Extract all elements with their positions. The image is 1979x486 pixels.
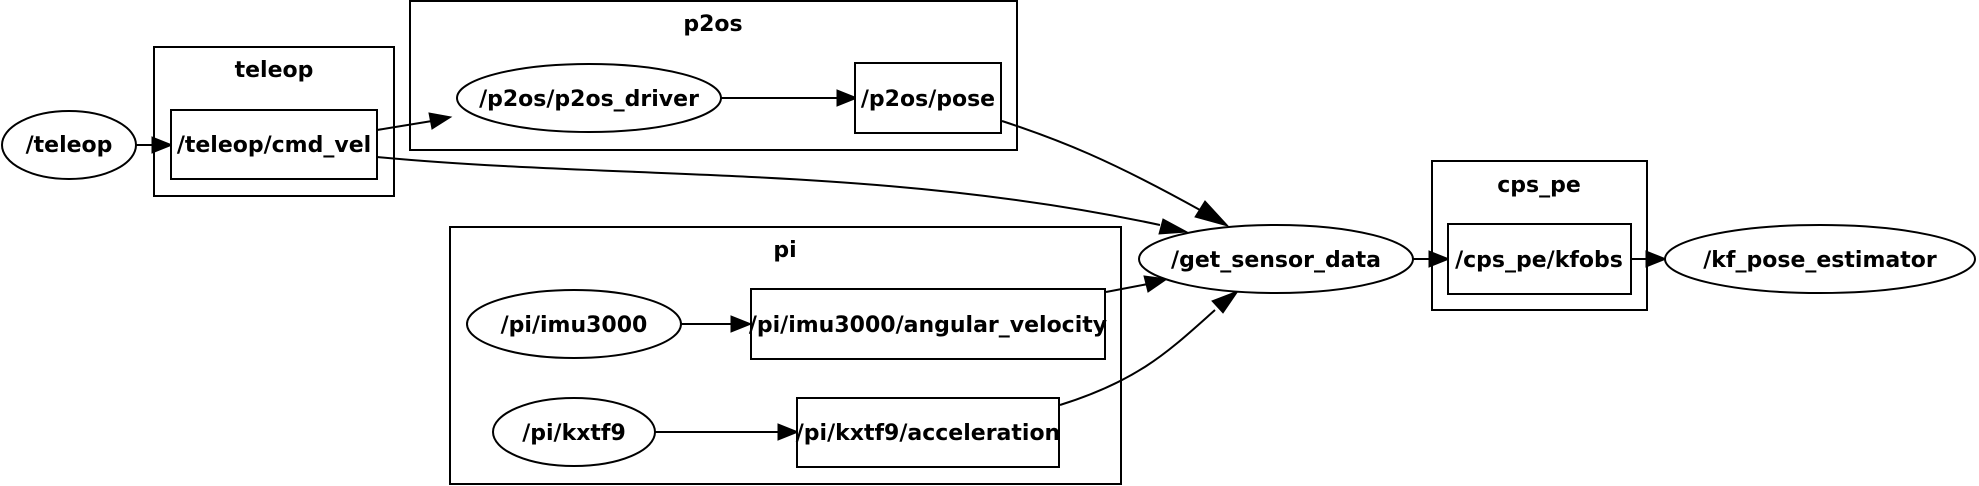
edge-cmd-vel-to-p2os-driver [376,120,433,131]
node-label-pi-imu3000-angular-velocity: /pi/imu3000/angular_velocity [749,313,1107,338]
node-pi-kxtf9-acceleration[interactable]: /pi/kxtf9/acceleration [796,397,1060,468]
node-teleop[interactable]: /teleop [1,110,137,180]
node-label-cps-pe-kfobs: /cps_pe/kfobs [1455,248,1623,273]
node-label-pi-kxtf9: /pi/kxtf9 [522,421,626,446]
node-label-pi-imu3000: /pi/imu3000 [501,313,648,338]
edges [136,89,1668,441]
node-pi-imu3000[interactable]: /pi/imu3000 [466,289,682,359]
edge-angular-velocity-to-get-sensor-data [1105,283,1149,293]
cluster-label-pi: pi [773,238,796,263]
edge-get-sensor-data-to-kfobs-arrowhead [1428,250,1451,268]
node-label-p2os-driver: /p2os/p2os_driver [479,87,699,112]
node-label-pi-kxtf9-acceleration: /pi/kxtf9/acceleration [796,421,1060,446]
edge-pose-to-get-sensor-data-arrowhead [1194,200,1230,227]
edge-acceleration-to-get-sensor-data [1059,309,1216,406]
node-cps-pe-kfobs[interactable]: /cps_pe/kfobs [1447,223,1632,295]
cluster-label-cps-pe: cps_pe [1497,173,1581,198]
edge-pose-to-get-sensor-data [1001,120,1201,211]
node-pi-imu3000-angular-velocity[interactable]: /pi/imu3000/angular_velocity [749,288,1107,360]
node-label-get-sensor-data: /get_sensor_data [1171,248,1381,273]
node-label-teleop: /teleop [26,133,113,158]
node-p2os-pose[interactable]: /p2os/pose [854,62,1002,134]
node-kf-pose-estimator[interactable]: /kf_pose_estimator [1664,224,1976,294]
node-label-teleop-cmd-vel: /teleop/cmd_vel [177,133,371,158]
edge-cmd-vel-to-get-sensor-data-arrowhead [1158,218,1189,235]
cluster-label-p2os: p2os [683,12,742,37]
cluster-p2os: p2os [409,0,1018,151]
edge-teleop-to-cmd-vel-arrowhead [151,136,174,154]
edge-imu3000-to-angular-velocity-arrowhead [730,315,753,333]
node-get-sensor-data[interactable]: /get_sensor_data [1138,224,1414,294]
cluster-pi: pi [449,226,1122,485]
cluster-cps-pe: cps_pe [1431,160,1648,311]
edge-cmd-vel-to-get-sensor-data [376,156,1161,226]
node-label-kf-pose-estimator: /kf_pose_estimator [1703,248,1937,273]
edge-kfobs-to-kf-pose-estimator-arrowhead [1645,250,1668,268]
cluster-label-teleop: teleop [235,58,314,83]
edge-angular-velocity-to-get-sensor-data-arrowhead [1143,275,1169,293]
node-teleop-cmd-vel[interactable]: /teleop/cmd_vel [170,109,378,180]
edge-p2os-driver-to-pose-arrowhead [836,89,859,107]
node-pi-kxtf9[interactable]: /pi/kxtf9 [492,397,656,467]
edge-cmd-vel-to-p2os-driver-arrowhead [428,112,453,130]
node-label-p2os-pose: /p2os/pose [861,87,995,112]
edge-kxtf9-to-acceleration-arrowhead [777,423,800,441]
node-p2os-driver[interactable]: /p2os/p2os_driver [456,63,722,133]
cluster-teleop: teleop [153,46,395,197]
edge-acceleration-to-get-sensor-data-arrowhead [1211,289,1240,314]
